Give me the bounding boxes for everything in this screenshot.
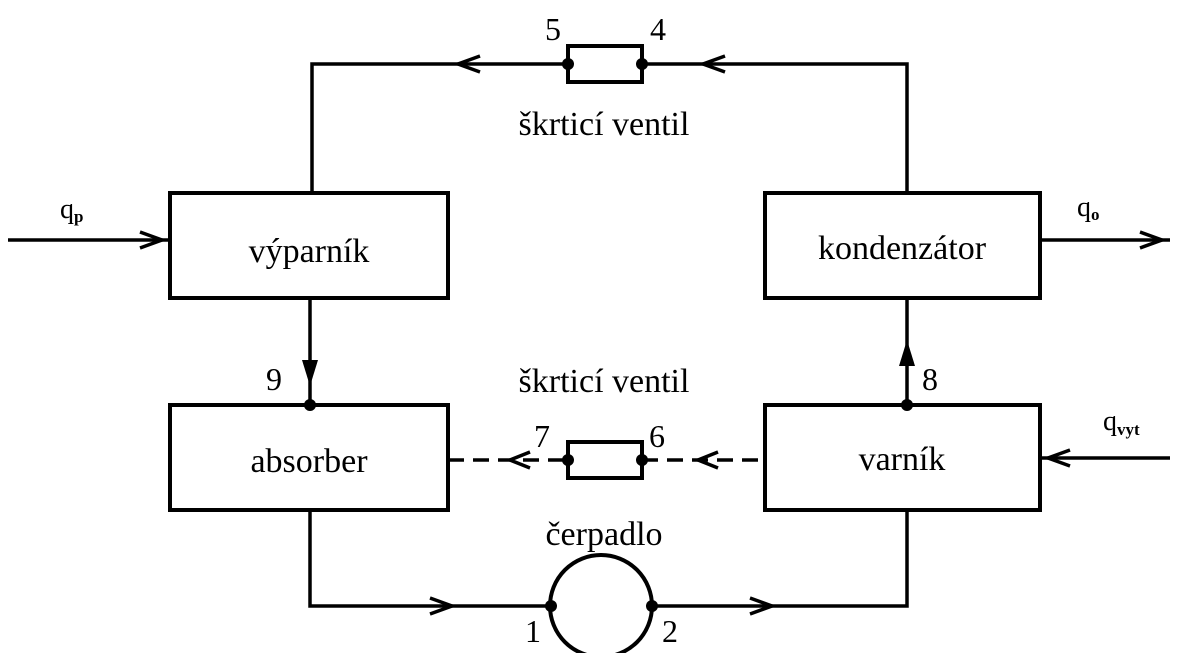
qvyt-label: qvyt	[1103, 406, 1140, 439]
arrow-bottom-right	[749, 596, 778, 616]
point-4: 4	[650, 11, 666, 47]
arrow-up-to-condenser	[899, 340, 915, 366]
arrow-down-to-absorber	[302, 360, 318, 386]
point-9: 9	[266, 361, 282, 397]
point-6: 6	[649, 418, 665, 454]
arrow-top-left	[452, 54, 481, 74]
top-pipe	[310, 62, 909, 193]
point-2: 2	[662, 613, 678, 649]
point-5: 5	[545, 11, 561, 47]
absorber-block	[168, 403, 450, 512]
generator-label: varník	[859, 441, 946, 478]
arrow-qp	[139, 230, 168, 250]
point-8: 8	[922, 361, 938, 397]
top-valve-label: škrticí ventil	[519, 106, 690, 143]
flow-arrows	[139, 54, 1168, 616]
middle-throttle-valve	[566, 440, 644, 480]
pump-circle	[548, 553, 654, 653]
point-7: 7	[534, 418, 550, 454]
absorber-label: absorber	[250, 443, 368, 480]
state-point-dots	[304, 58, 913, 612]
arrow-top-right	[697, 54, 726, 74]
middle-valve-label: škrticí ventil	[519, 363, 690, 400]
condenser-label: kondenzátor	[818, 230, 987, 267]
condenser-block	[763, 191, 1042, 300]
bottom-pipe	[308, 510, 909, 608]
pump-label: čerpadlo	[545, 516, 662, 553]
arrow-qo	[1139, 230, 1168, 250]
evaporator-label: výparník	[249, 233, 370, 270]
top-throttle-valve	[566, 44, 644, 84]
arrow-mid-left	[505, 450, 531, 470]
qo-label: qo	[1077, 192, 1100, 224]
evaporator-block	[168, 191, 450, 300]
qp-label: qp	[60, 194, 83, 226]
generator-block	[763, 403, 1042, 512]
arrow-bottom-left	[429, 596, 458, 616]
point-1: 1	[525, 613, 541, 649]
arrow-mid-right	[693, 450, 719, 470]
arrow-qvyt	[1042, 448, 1071, 468]
